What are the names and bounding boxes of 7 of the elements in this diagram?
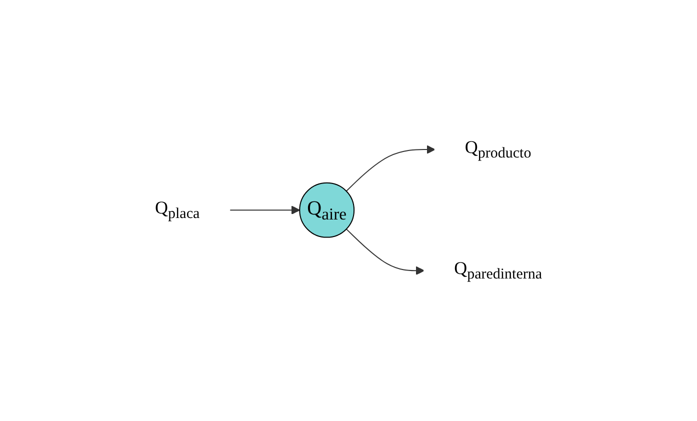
node-circle: Q$_{aire}$ [299, 182, 355, 238]
node-text: Q$_{paredinterna}$ [454, 258, 542, 284]
arrow [229, 206, 300, 215]
node-text: Q$_{placa}$ [154, 198, 200, 223]
arrow [346, 228, 424, 276]
arrow [346, 146, 436, 192]
node-text: Q$_{producto}$ [464, 137, 532, 162]
